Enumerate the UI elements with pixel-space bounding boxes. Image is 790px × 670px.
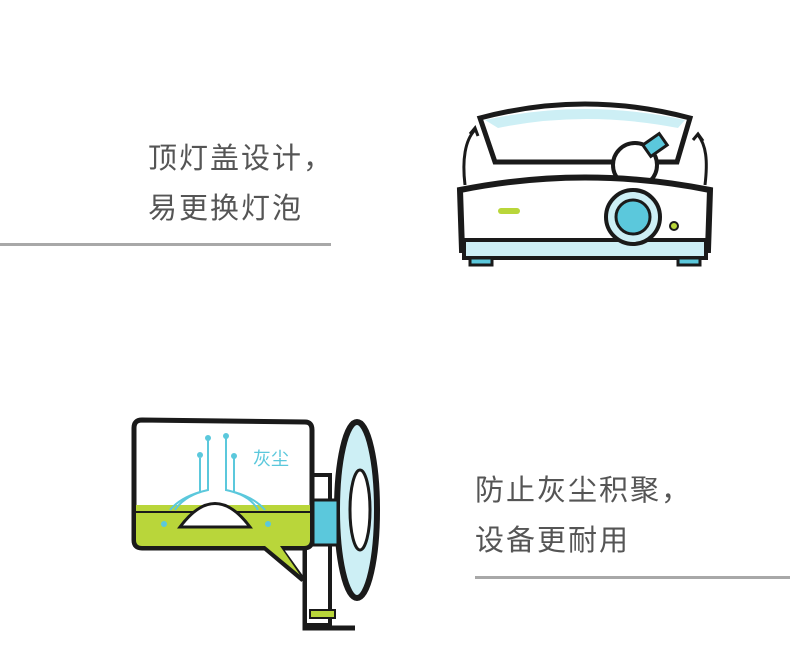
feature1-text: 顶灯盖设计， 易更换灯泡: [148, 133, 334, 233]
feature2-text: 防止灰尘积聚， 设备更耐用: [475, 465, 692, 565]
projector-illustration: [456, 101, 714, 267]
divider-1: [0, 243, 331, 246]
dust-fan-illustration: 灰尘: [131, 417, 380, 631]
feature2-line2: 设备更耐用: [475, 523, 631, 557]
feature1-line2: 易更换灯泡: [148, 191, 304, 225]
feature2-line1: 防止灰尘积聚，: [475, 473, 693, 507]
divider-2: [475, 576, 790, 579]
dust-label: 灰尘: [253, 449, 289, 470]
feature1-line1: 顶灯盖设计，: [148, 141, 335, 175]
